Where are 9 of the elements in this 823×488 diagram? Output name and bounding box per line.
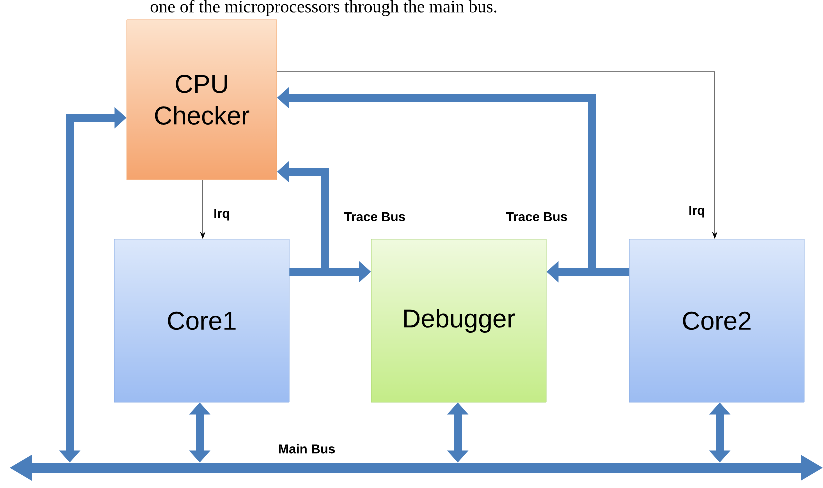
process-box: Core1: [114, 239, 290, 403]
edge-label: Trace Bus: [343, 211, 407, 223]
edge-label: Trace Bus: [505, 211, 569, 223]
edge-label: Irq: [212, 208, 232, 222]
process-box: Core2: [629, 239, 805, 403]
node-label: Main Bus: [279, 444, 336, 454]
process-box: Debugger: [371, 239, 547, 403]
process-box: CPU Checker: [126, 20, 278, 180]
edge-label: Irq: [688, 205, 706, 219]
